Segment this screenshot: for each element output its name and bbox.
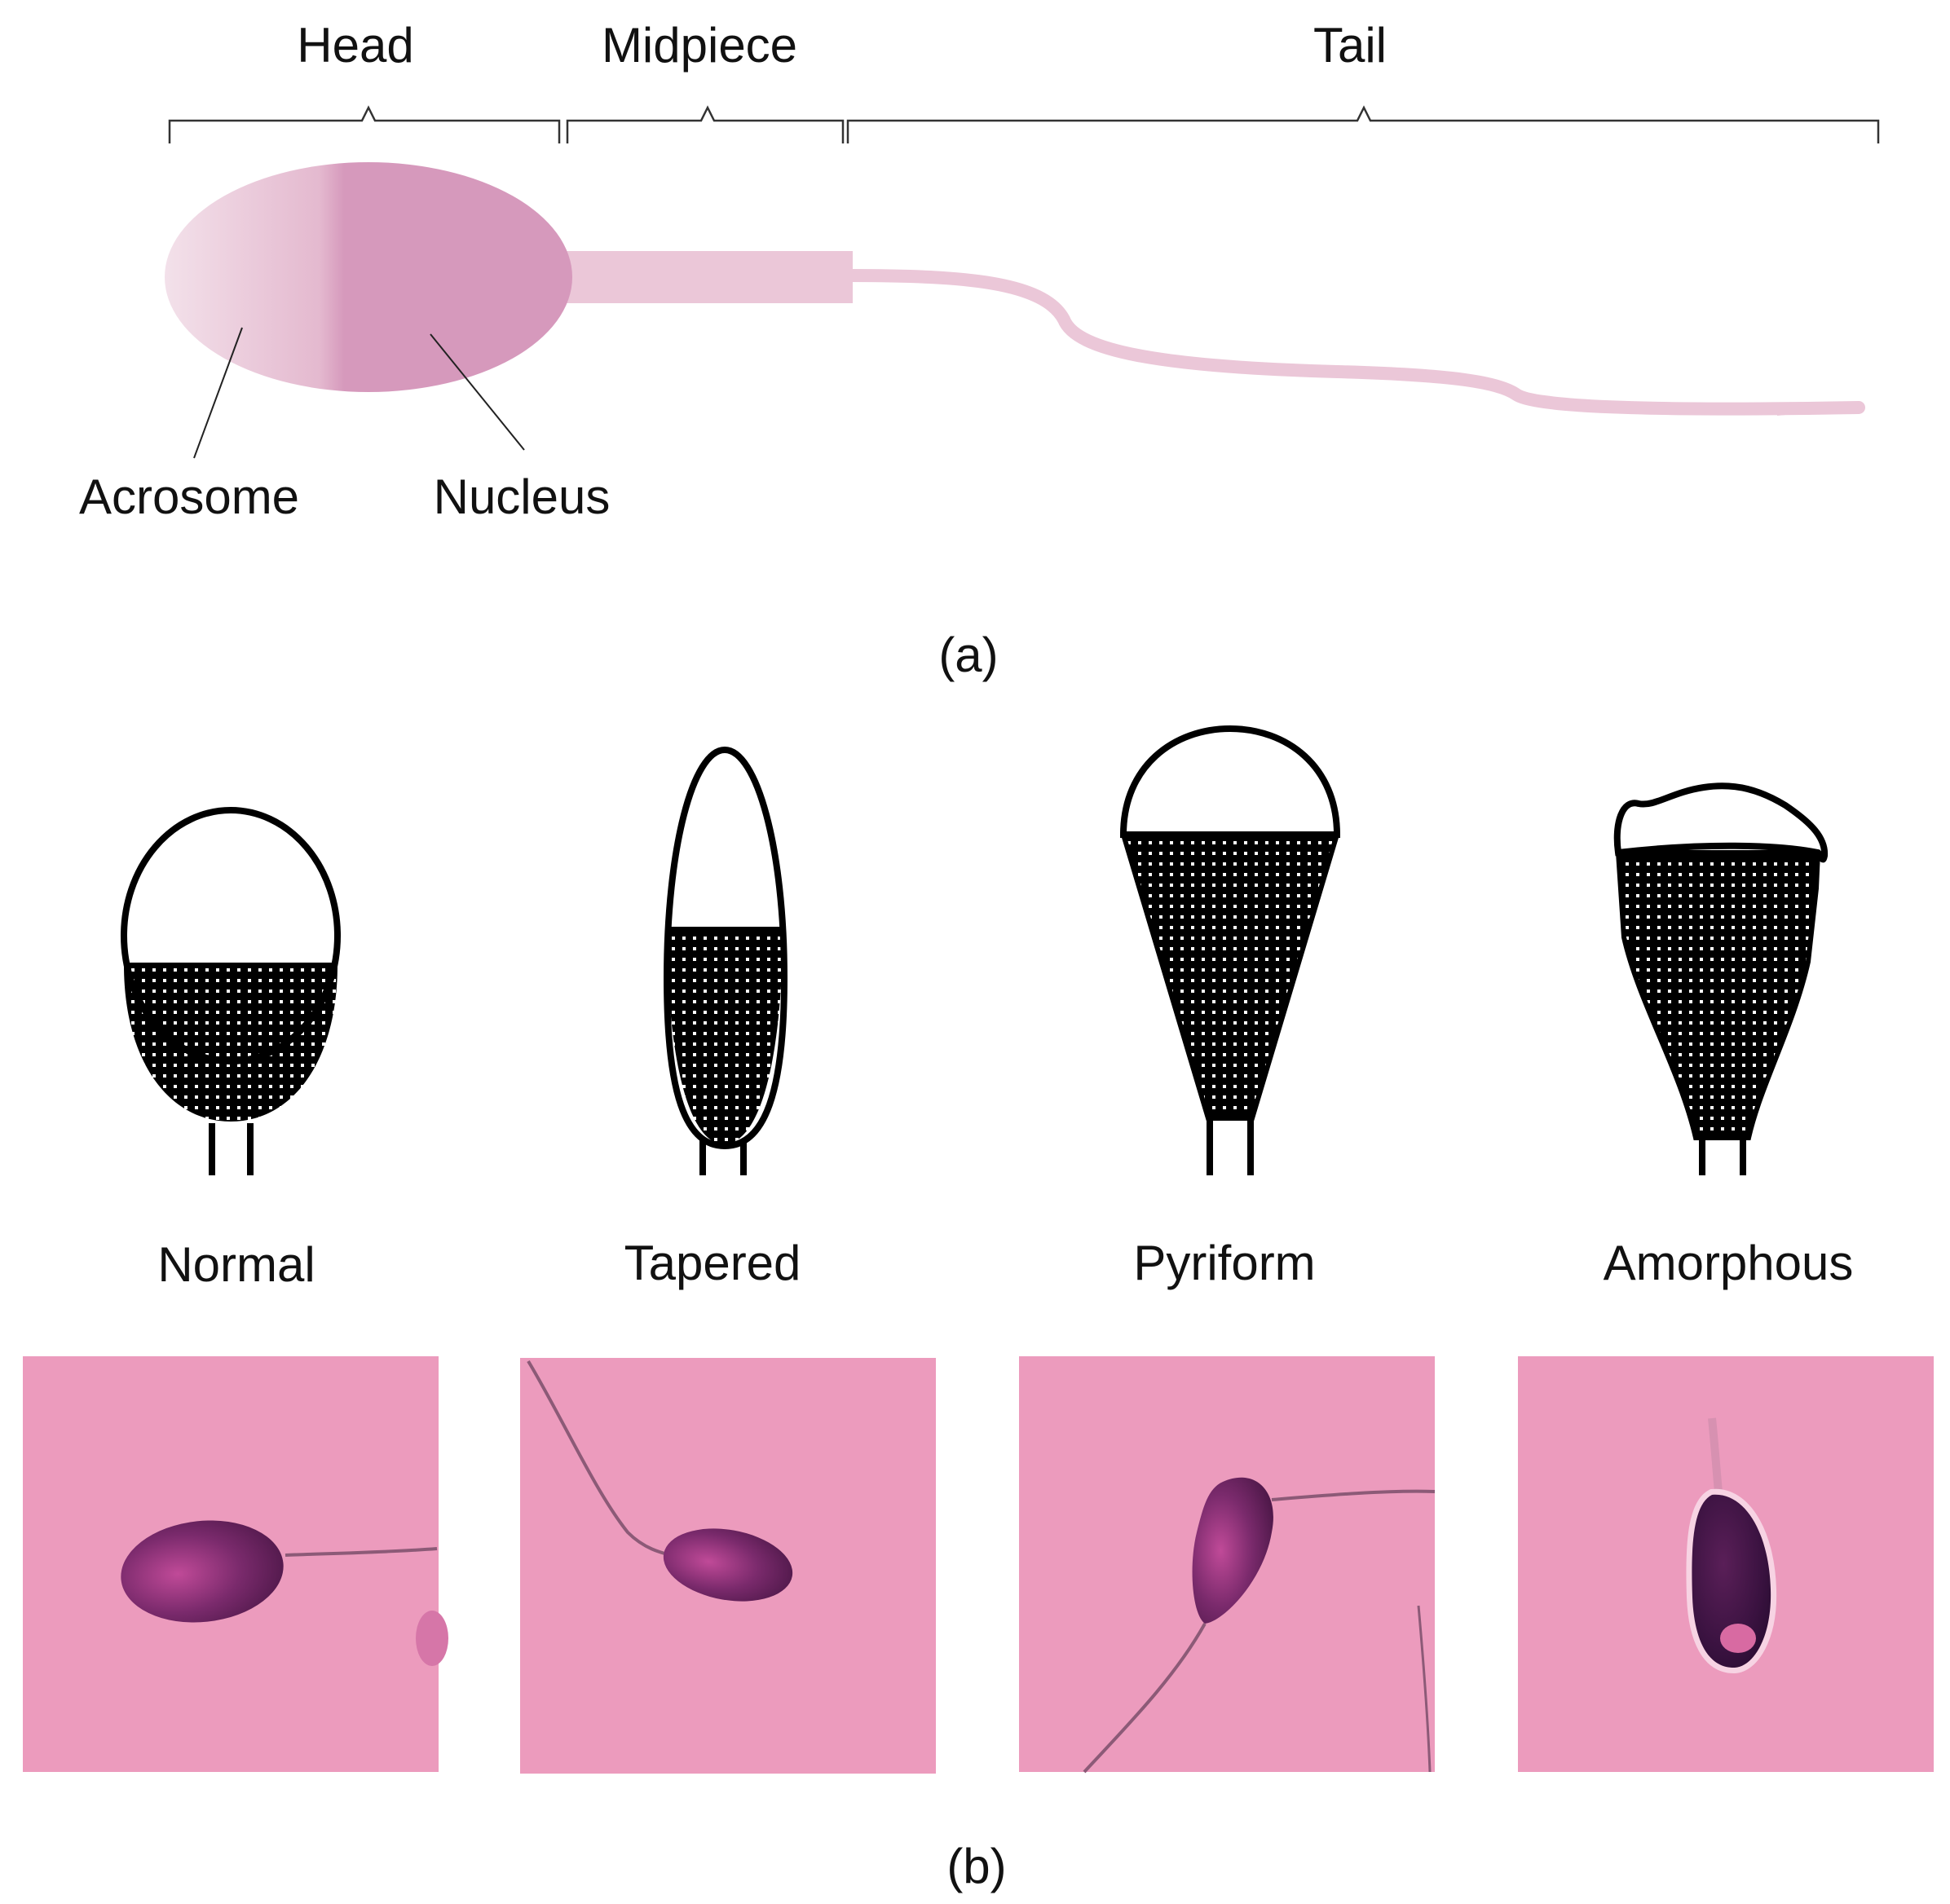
head-bracket — [168, 105, 561, 143]
nucleus-pointer-line — [430, 333, 525, 451]
normal-micrograph — [23, 1356, 448, 1772]
panel-b-micrographs — [23, 1356, 1934, 1774]
amorphous-micrograph — [1518, 1356, 1934, 1772]
sperm-tail — [841, 269, 1865, 416]
normal-head-drawing — [121, 807, 341, 1175]
panel-a-diagram — [165, 105, 1880, 459]
midpiece-bracket — [566, 105, 845, 143]
pyriform-micrograph — [1019, 1356, 1436, 1774]
tail-label: Tail — [1312, 18, 1388, 73]
pyriform-label: Pyriform — [1133, 1236, 1316, 1290]
acrosome-pointer-line — [193, 327, 243, 459]
panel-b-drawings — [121, 725, 1829, 1175]
midpiece-label: Midpiece — [601, 18, 798, 73]
sperm-tail-tip — [1777, 404, 1862, 416]
sperm-midpiece — [562, 251, 853, 303]
acrosome-label: Acrosome — [78, 469, 300, 524]
sperm-head — [165, 162, 572, 392]
tail-bracket — [846, 105, 1880, 143]
normal-label: Normal — [157, 1237, 315, 1292]
pyriform-head-drawing — [1119, 725, 1341, 1175]
nucleus-label: Nucleus — [433, 469, 611, 524]
head-label: Head — [297, 18, 414, 73]
amorphous-head-drawing — [1613, 782, 1829, 1175]
tapered-micrograph — [520, 1358, 936, 1774]
panel-b-caption: (b) — [946, 1839, 1007, 1893]
tapered-head-drawing — [663, 746, 788, 1175]
amorphous-label: Amorphous — [1603, 1236, 1854, 1290]
panel-a-caption: (a) — [938, 628, 999, 682]
tapered-label: Tapered — [624, 1236, 801, 1290]
